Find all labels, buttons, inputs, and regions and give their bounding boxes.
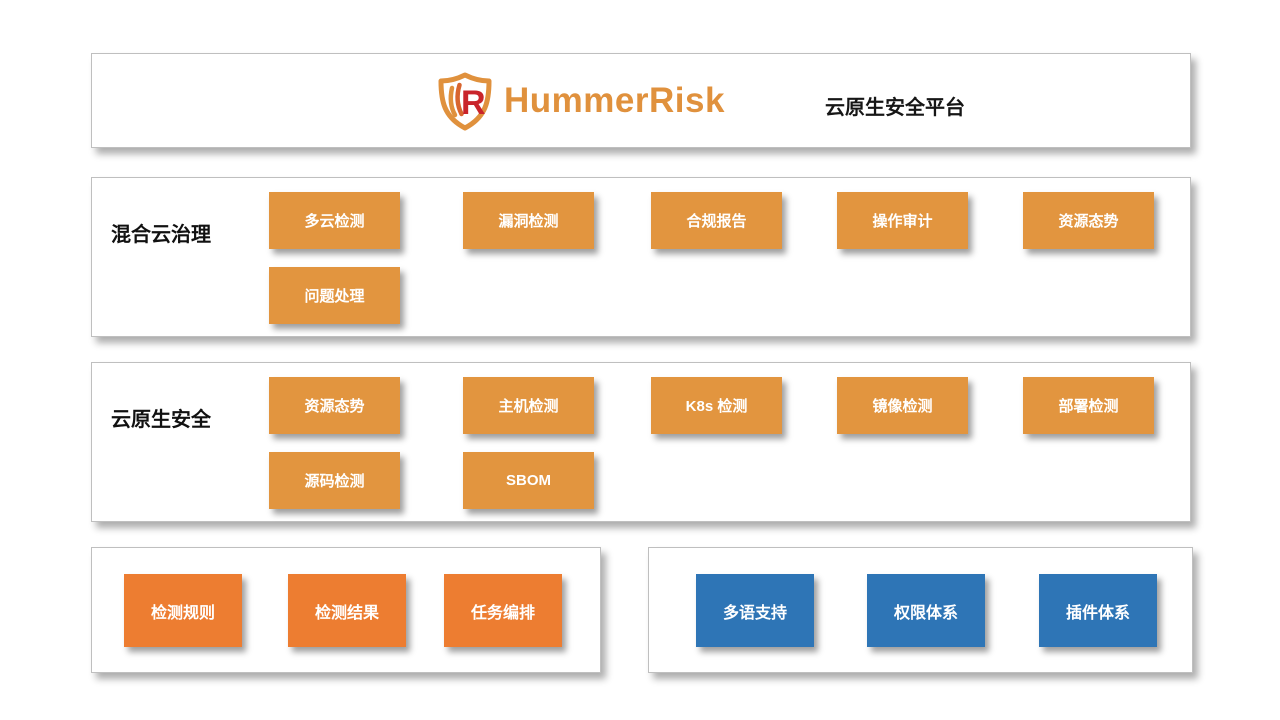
svg-text:R: R (461, 84, 486, 122)
hybrid-cloud-section-panel: 混合云治理 多云检测 漏洞检测 合规报告 操作审计 资源态势 问题处理 (91, 177, 1191, 337)
module-block-source-code-detection: 源码检测 (269, 452, 400, 509)
shield-r-logo-icon: R (438, 72, 492, 131)
module-block-vulnerability-detection: 漏洞检测 (463, 192, 594, 249)
module-block-resource-posture-cn: 资源态势 (269, 377, 400, 434)
module-block-compliance-report: 合规报告 (651, 192, 782, 249)
system-block-permission-system: 权限体系 (867, 574, 985, 647)
task-panel: 检测规则 检测结果 任务编排 (91, 547, 601, 673)
module-block-deploy-detection: 部署检测 (1023, 377, 1154, 434)
system-panel: 多语支持 权限体系 插件体系 (648, 547, 1193, 673)
cloud-native-section-label: 云原生安全 (111, 409, 211, 431)
cloud-native-section-panel: 云原生安全 资源态势 主机检测 K8s 检测 镜像检测 部署检测 源码检测 SB… (91, 362, 1191, 522)
module-block-resource-posture: 资源态势 (1023, 192, 1154, 249)
module-block-issue-handling: 问题处理 (269, 267, 400, 324)
module-block-sbom: SBOM (463, 452, 594, 509)
task-block-task-orchestration: 任务编排 (444, 574, 562, 647)
task-block-detection-results: 检测结果 (288, 574, 406, 647)
system-block-multilanguage-support: 多语支持 (696, 574, 814, 647)
brand-logo-group: R HummerRisk (436, 71, 725, 131)
platform-title: 云原生安全平台 (825, 97, 965, 119)
module-block-multicloud-detection: 多云检测 (269, 192, 400, 249)
module-block-operation-audit: 操作审计 (837, 192, 968, 249)
hybrid-cloud-section-label: 混合云治理 (111, 224, 211, 246)
header-panel: R HummerRisk 云原生安全平台 (91, 53, 1191, 148)
module-block-k8s-detection: K8s 检测 (651, 377, 782, 434)
task-block-detection-rules: 检测规则 (124, 574, 242, 647)
system-block-plugin-system: 插件体系 (1039, 574, 1157, 647)
module-block-host-detection: 主机检测 (463, 377, 594, 434)
module-block-image-detection: 镜像检测 (837, 377, 968, 434)
brand-name: HummerRisk (504, 81, 725, 120)
